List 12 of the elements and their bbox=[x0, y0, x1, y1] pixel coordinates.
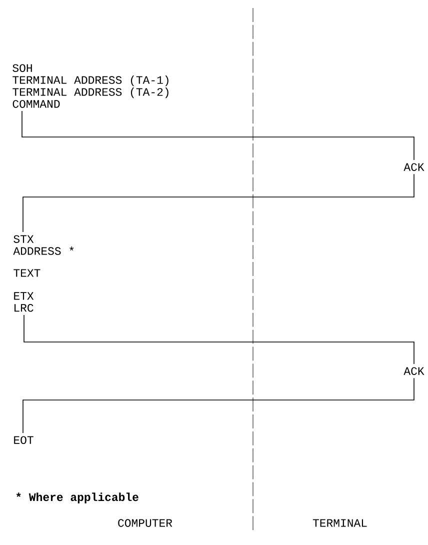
footnote-text: * Where applicable bbox=[16, 492, 138, 504]
column-heading: COMPUTER bbox=[118, 519, 172, 527]
message-text: SOH TERMINAL ADDRESS (TA-1) TERMINAL ADDRESS (TA-2) COMMAND bbox=[12, 64, 168, 108]
connector-line bbox=[22, 110, 414, 160]
connector-line bbox=[22, 378, 414, 434]
column-heading: TERMINAL bbox=[312, 519, 367, 527]
connector-line bbox=[22, 174, 414, 232]
message-text: STX ADDRESS * TEXT ETX LRC bbox=[13, 235, 74, 312]
message-text: ACK bbox=[404, 163, 424, 171]
message-text: EOT bbox=[14, 436, 34, 444]
message-text: ACK bbox=[404, 367, 424, 375]
connector-line bbox=[24, 314, 414, 364]
